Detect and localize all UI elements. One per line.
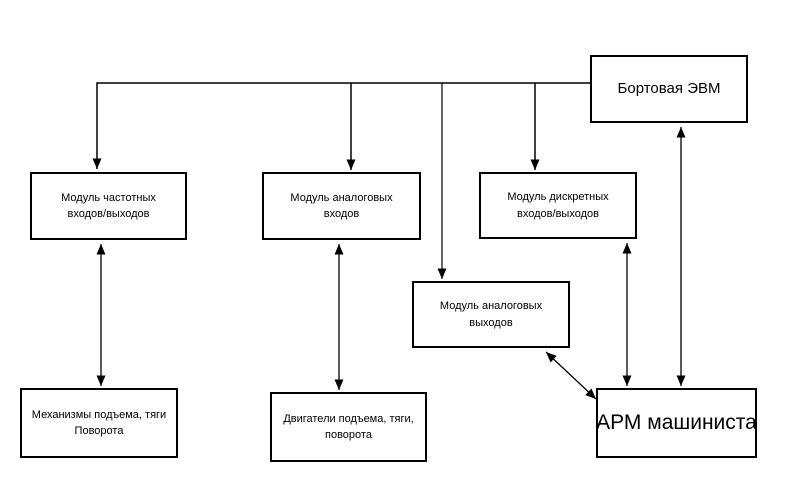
node-motors-label: Двигатели подъема, тяги, [283,412,414,425]
node-analog-output-module-label: Модуль аналоговых [439,300,543,312]
node-mechanisms-label: Механизмы подъема, тяги [31,408,167,421]
node-operator-workstation: АРМ машиниста [596,388,757,458]
node-discrete-io-module-label: Модуль дискретных [507,191,609,203]
node-discrete-io-module: Модуль дискретных входов/выходов [479,172,637,239]
node-frequency-io-module-label: Модуль частотных [61,191,156,204]
node-motors: Двигатели подъема, тяги, поворота [270,392,427,462]
node-operator-workstation-label: АРМ машиниста [596,411,757,435]
node-onboard-computer-label: Бортовая ЭВМ [617,79,721,97]
node-frequency-io-module: Модуль частотных входов/выходов [30,172,187,240]
node-onboard-computer: Бортовая ЭВМ [590,55,748,123]
node-mechanisms: Механизмы подъема, тяги Поворота [20,388,178,458]
edge-evm-to-frequency-module [92,82,590,169]
node-analog-output-module: Модуль аналоговых выходов [412,281,570,348]
node-analog-input-module-label: Модуль аналоговых [290,191,393,204]
node-analog-input-module: Модуль аналоговых входов [262,172,421,240]
edge-analog-output-module-to-workstation [545,351,597,400]
